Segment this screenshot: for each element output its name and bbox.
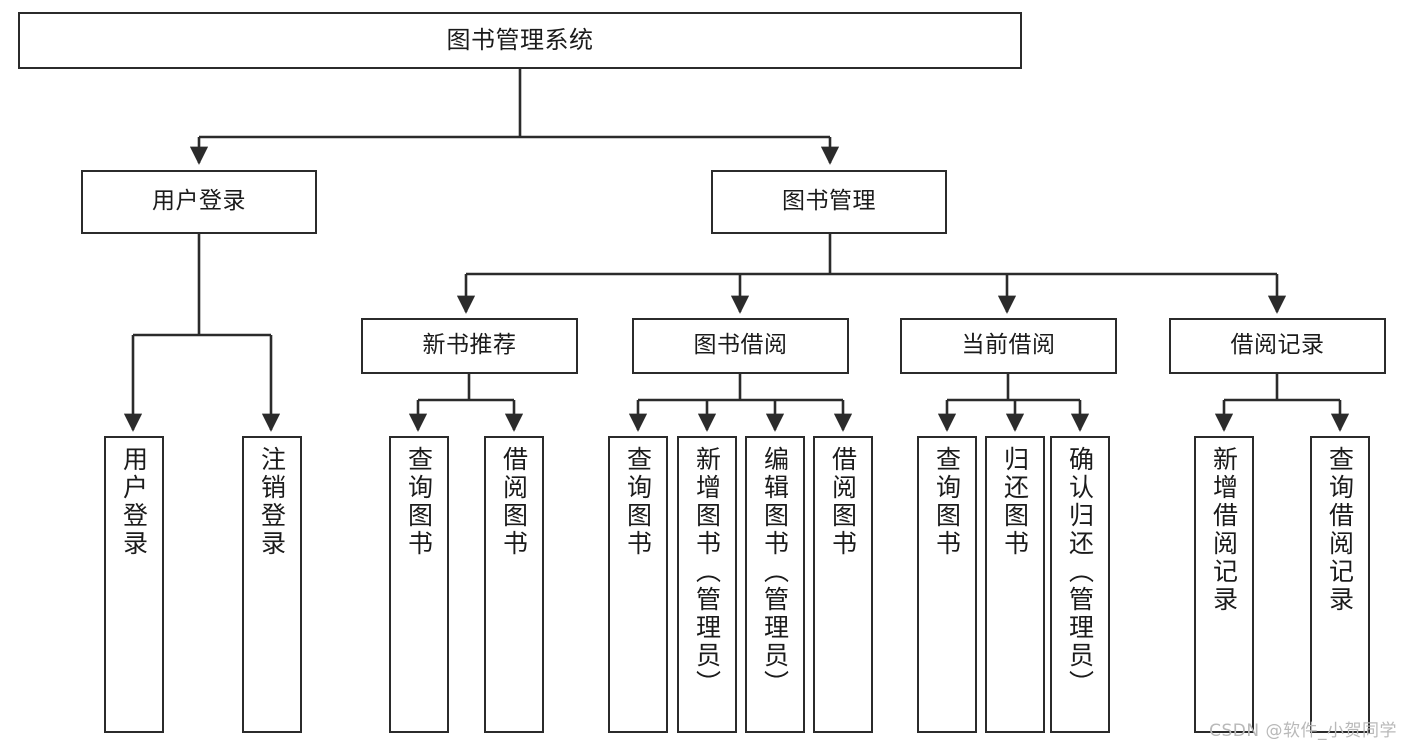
node-leaf-add-book-label: 新增图书（管理员） (692, 446, 722, 698)
node-leaf-query-record[interactable]: 查询借阅记录 (1310, 436, 1370, 733)
node-leaf-query-book-1[interactable]: 查询图书 (389, 436, 449, 733)
node-leaf-add-record-label: 新增借阅记录 (1209, 446, 1239, 614)
node-new-book-recommend-label: 新书推荐 (422, 332, 517, 359)
node-borrow-record[interactable]: 借阅记录 (1169, 318, 1386, 374)
node-root-label: 图书管理系统 (446, 26, 594, 55)
node-leaf-return-book[interactable]: 归还图书 (985, 436, 1045, 733)
node-leaf-query-book-2-label: 查询图书 (623, 446, 653, 558)
node-leaf-edit-book-label: 编辑图书（管理员） (760, 446, 790, 698)
node-root[interactable]: 图书管理系统 (18, 12, 1022, 69)
node-leaf-logout-login-label: 注销登录 (257, 446, 287, 558)
node-leaf-query-record-label: 查询借阅记录 (1325, 446, 1355, 614)
node-leaf-query-book-2[interactable]: 查询图书 (608, 436, 668, 733)
node-leaf-logout-login[interactable]: 注销登录 (242, 436, 302, 733)
node-current-borrow-label: 当前借阅 (961, 332, 1056, 359)
node-book-manage[interactable]: 图书管理 (711, 170, 947, 234)
node-current-borrow[interactable]: 当前借阅 (900, 318, 1117, 374)
node-book-borrow[interactable]: 图书借阅 (632, 318, 849, 374)
node-leaf-add-book[interactable]: 新增图书（管理员） (677, 436, 737, 733)
node-leaf-query-book-1-label: 查询图书 (404, 446, 434, 558)
node-user-login[interactable]: 用户登录 (81, 170, 317, 234)
node-user-login-label: 用户登录 (152, 188, 246, 215)
node-leaf-query-book-3-label: 查询图书 (932, 446, 962, 558)
node-leaf-borrow-book-1[interactable]: 借阅图书 (484, 436, 544, 733)
node-leaf-edit-book[interactable]: 编辑图书（管理员） (745, 436, 805, 733)
node-book-borrow-label: 图书借阅 (693, 332, 788, 359)
node-leaf-user-login[interactable]: 用户登录 (104, 436, 164, 733)
node-leaf-confirm-return-label: 确认归还（管理员） (1065, 446, 1095, 698)
node-book-manage-label: 图书管理 (782, 188, 876, 215)
node-leaf-query-book-3[interactable]: 查询图书 (917, 436, 977, 733)
node-leaf-return-book-label: 归还图书 (1000, 446, 1030, 558)
node-leaf-confirm-return[interactable]: 确认归还（管理员） (1050, 436, 1110, 733)
node-leaf-borrow-book-1-label: 借阅图书 (499, 446, 529, 558)
node-leaf-borrow-book-2[interactable]: 借阅图书 (813, 436, 873, 733)
node-new-book-recommend[interactable]: 新书推荐 (361, 318, 578, 374)
node-borrow-record-label: 借阅记录 (1230, 332, 1325, 359)
node-leaf-borrow-book-2-label: 借阅图书 (828, 446, 858, 558)
node-leaf-user-login-label: 用户登录 (119, 446, 149, 558)
node-leaf-add-record[interactable]: 新增借阅记录 (1194, 436, 1254, 733)
